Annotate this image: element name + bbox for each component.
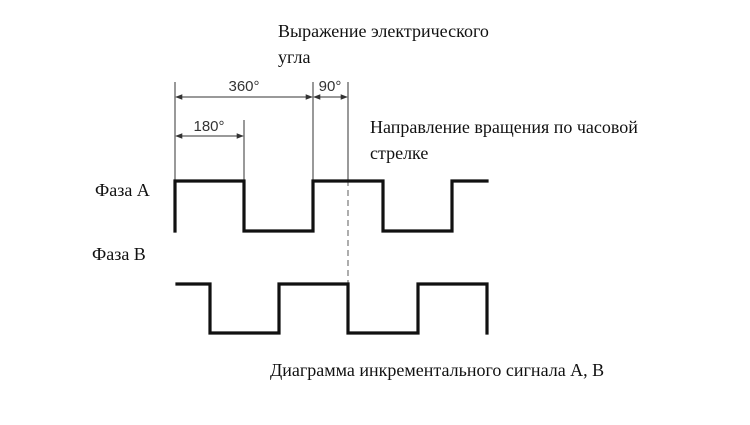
angle-expression-title-line1: Выражение электрического <box>278 21 489 41</box>
rotation-direction-line1: Направление вращения по часовой <box>370 117 638 137</box>
dimension-90: 90° <box>313 78 348 100</box>
angle-expression-title-line2: угла <box>278 47 310 67</box>
dimension-extension-lines <box>174 82 349 180</box>
dimension-360: 360° <box>175 78 313 100</box>
rotation-direction-line2: стрелке <box>370 143 428 163</box>
dimension-360-label: 360° <box>228 78 259 95</box>
phase-b-label: Фаза B <box>92 244 146 264</box>
dimension-90-label: 90° <box>319 78 342 95</box>
diagram-caption: Диаграмма инкрементального сигнала A, B <box>270 360 604 380</box>
dimension-180: 180° <box>175 118 244 139</box>
phase-b-waveform <box>175 282 489 335</box>
dimension-180-label: 180° <box>193 118 224 135</box>
phase-a-label: Фаза A <box>95 180 150 200</box>
phase-a-waveform <box>173 179 489 233</box>
